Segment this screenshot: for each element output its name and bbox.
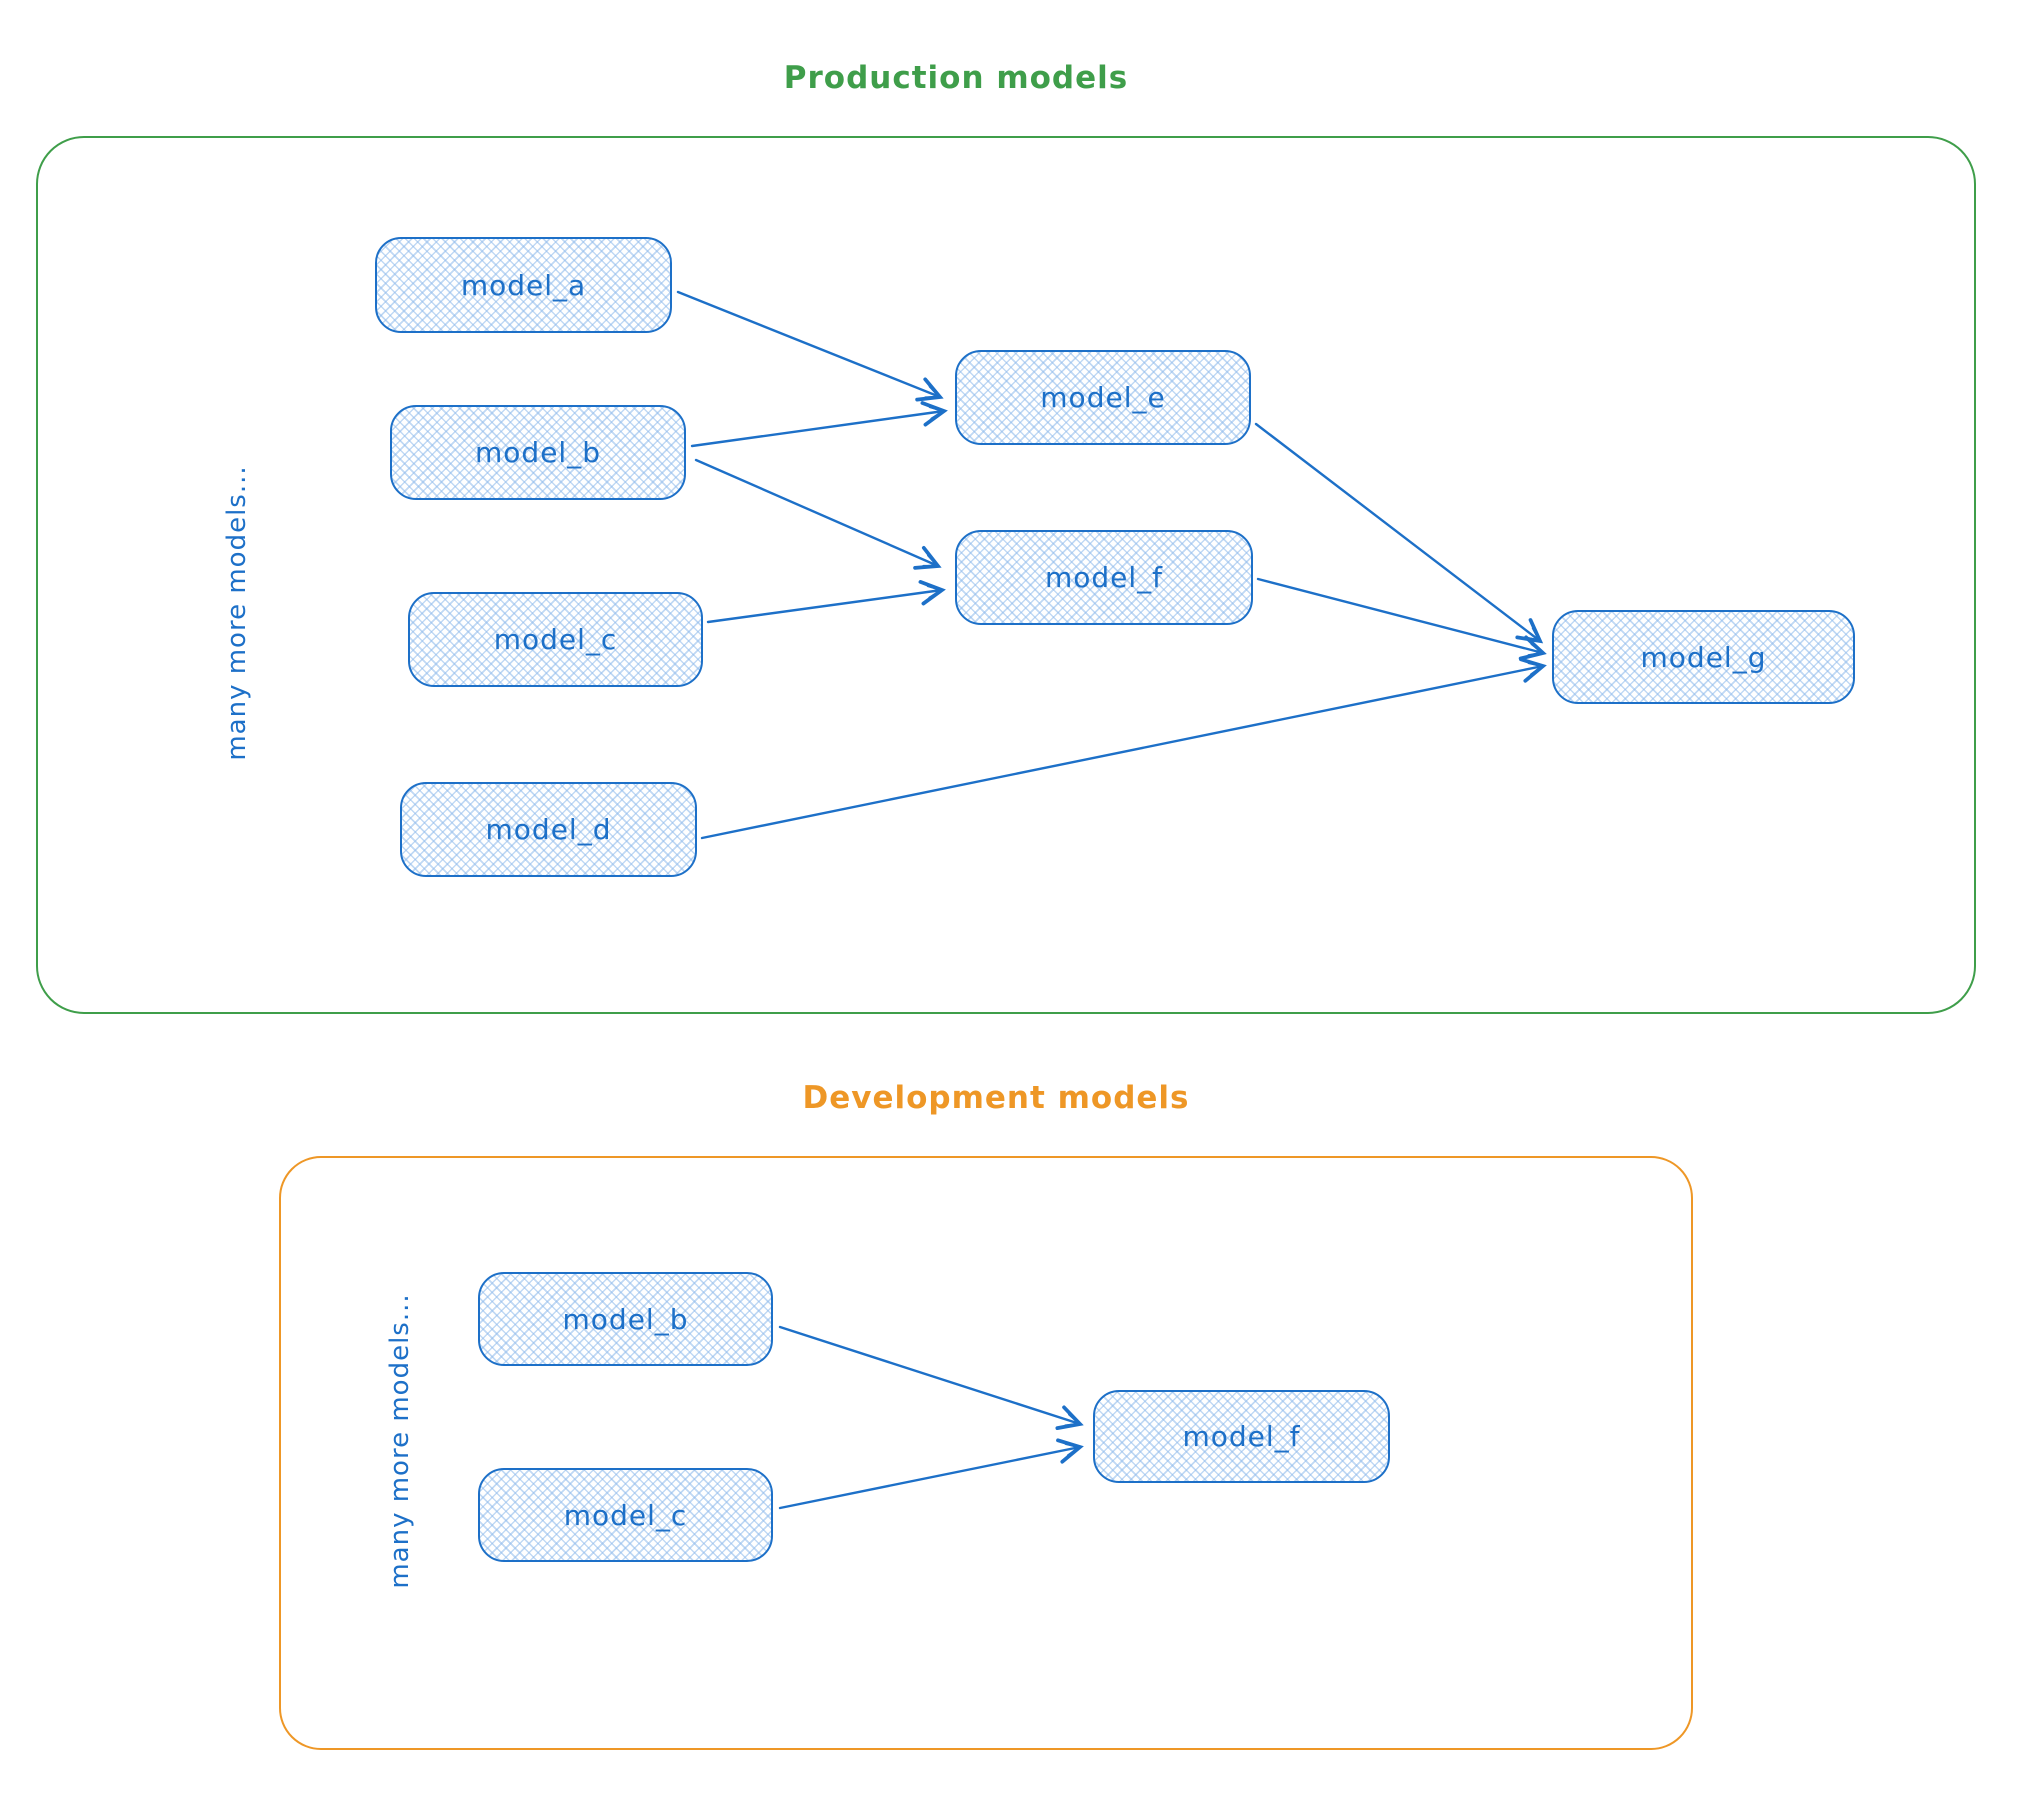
node-label: model_a [460,268,587,302]
node-dev-model-b: model_b [478,1272,773,1366]
node-label: model_b [562,1302,689,1336]
node-label: model_g [1640,640,1767,674]
production-section-title: Production models [783,60,1129,96]
node-label: model_e [1040,381,1166,414]
node-label: model_c [493,623,618,656]
node-label: model_c [563,1498,688,1532]
development-side-label: many more models... [385,1293,415,1589]
node-dev-model-f: model_f [1093,1390,1390,1483]
node-prod-model-g: model_g [1552,610,1855,704]
node-label: model_f [1182,1420,1301,1453]
node-dev-model-c: model_c [478,1468,773,1562]
node-label: model_d [485,813,612,846]
development-section-title: Development models [802,1080,1190,1116]
node-prod-model-f: model_f [955,530,1253,625]
production-side-label: many more models... [222,465,252,761]
node-prod-model-e: model_e [955,350,1251,445]
production-container [36,136,1976,1014]
development-container [279,1156,1693,1750]
node-prod-model-b: model_b [390,405,686,500]
node-prod-model-c: model_c [408,592,703,687]
node-prod-model-d: model_d [400,782,697,877]
node-label: model_f [1044,561,1164,594]
node-prod-model-a: model_a [375,237,672,333]
node-label: model_b [475,436,601,469]
